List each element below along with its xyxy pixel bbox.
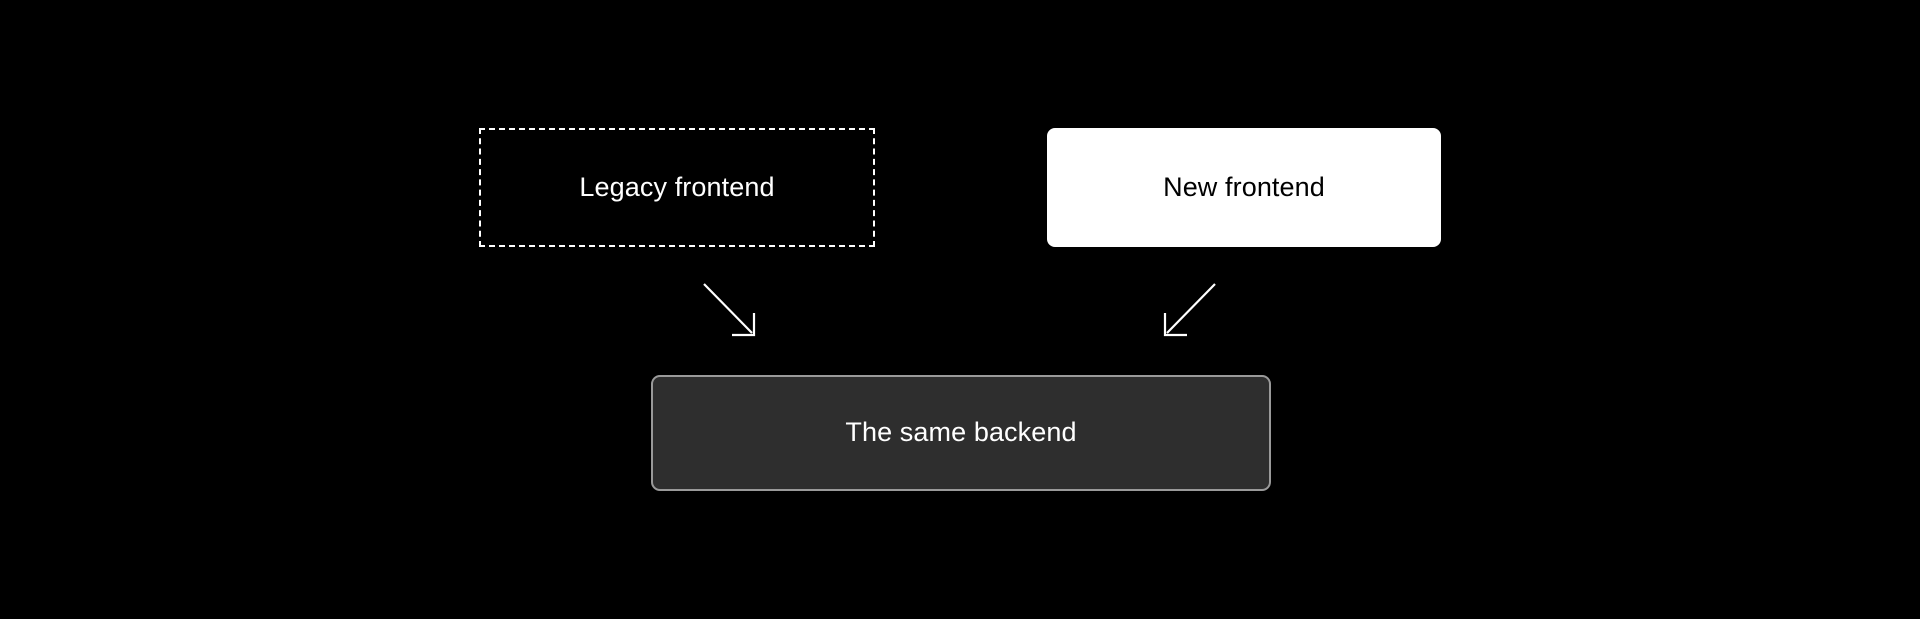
node-label-the-same-backend: The same backend: [845, 417, 1077, 448]
node-the-same-backend[interactable]: The same backend: [651, 375, 1271, 491]
arrowhead-icon: [732, 313, 756, 337]
arrowhead-icon: [1163, 313, 1187, 337]
edge-line: [1166, 283, 1216, 334]
node-label-new-frontend: New frontend: [1163, 171, 1325, 202]
edge-line: [703, 283, 753, 334]
edge-new-to-backend: [1163, 283, 1216, 337]
edge-legacy-to-backend: [703, 283, 756, 337]
node-new-frontend[interactable]: New frontend: [1047, 128, 1441, 247]
node-label-legacy-frontend: Legacy frontend: [579, 171, 775, 202]
node-legacy-frontend[interactable]: Legacy frontend: [479, 128, 875, 247]
